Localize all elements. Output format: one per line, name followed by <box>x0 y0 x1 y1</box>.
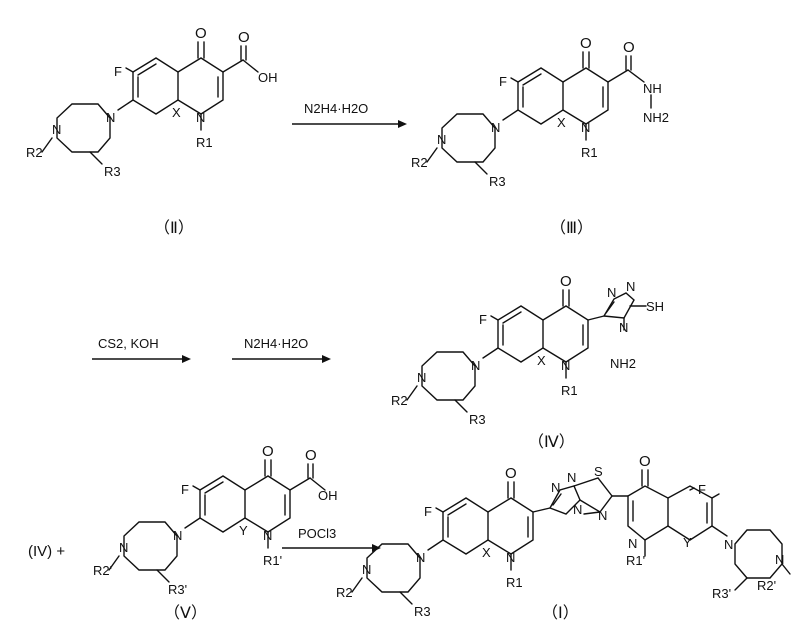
atom-R3: R3 <box>489 174 506 189</box>
atom-O-amide: O <box>623 39 635 56</box>
atom-N-a: N <box>551 480 560 495</box>
atom-Y: Y <box>683 535 692 550</box>
reagent-step3: POCl3 <box>298 526 336 541</box>
atom-R3p: R3' <box>712 586 731 601</box>
atom-R3p: R3' <box>168 582 187 597</box>
atom-N1: N <box>561 358 570 373</box>
atom-R1: R1 <box>561 383 578 398</box>
atom-O: O <box>195 25 207 42</box>
label-IV: （Ⅳ） <box>528 433 575 451</box>
reagent-step1: N2H4·H2O <box>304 101 368 116</box>
label-III: （Ⅲ） <box>550 219 593 237</box>
arrow-step3-head <box>372 544 381 552</box>
compound-III: F O O NH NH2 X N R1 N N R2 R3 <box>411 35 669 189</box>
atom-Y: Y <box>239 523 248 538</box>
arrow-step1-head <box>398 120 407 128</box>
atom-N-pip2: N <box>437 132 446 147</box>
atom-N-pip2: N <box>417 370 426 385</box>
atom-SH: SH <box>646 299 664 314</box>
atom-R1: R1 <box>196 135 213 150</box>
atom-F: F <box>181 482 189 497</box>
atom-O-acid: O <box>238 29 250 46</box>
reagent-step2b: N2H4·H2O <box>244 336 308 351</box>
atom-X: X <box>172 105 181 120</box>
atom-N1: N <box>581 120 590 135</box>
compound-IV: F O N N SH N NH2 X N R1 N N R2 R3 <box>391 273 664 427</box>
atom-F: F <box>499 74 507 89</box>
atom-X: X <box>537 353 546 368</box>
atom-F: F <box>114 64 122 79</box>
arrow-step2a-head <box>182 355 191 363</box>
reactant-prefix: (IV) + <box>28 543 65 560</box>
atom-N-trz2: N <box>626 279 635 294</box>
atom-R2: R2 <box>411 155 428 170</box>
atom-R2p: R2' <box>93 563 112 578</box>
atom-OH: OH <box>258 70 278 85</box>
atom-NH2: NH2 <box>610 356 636 371</box>
atom-N-trz4: N <box>619 320 628 335</box>
atom-R1p: R1' <box>626 553 645 568</box>
label-V: （Ⅴ） <box>164 604 207 622</box>
compound-II: F O O OH X N R1 N N R2 R3 <box>26 25 278 179</box>
compound-V: F O O OH Y N R1' N N R2' R3' <box>93 443 338 597</box>
atom-N-pip2: N <box>52 122 61 137</box>
atom-N-pip2: N <box>119 540 128 555</box>
atom-R3: R3 <box>469 412 486 427</box>
atom-R2: R2 <box>391 393 408 408</box>
label-I: （Ⅰ） <box>542 604 579 622</box>
atom-O: O <box>505 465 517 482</box>
atom-R1: R1 <box>506 575 523 590</box>
atom-N1-right: N <box>628 536 637 551</box>
atom-N1: N <box>263 528 272 543</box>
atom-N-pip: N <box>106 110 115 125</box>
atom-N-b: N <box>567 470 576 485</box>
atom-F-right: F <box>698 482 706 497</box>
atom-N1: N <box>506 550 515 565</box>
atom-X: X <box>557 115 566 130</box>
atom-N1: N <box>196 110 205 125</box>
atom-R2: R2 <box>26 145 43 160</box>
atom-N-d: N <box>598 508 607 523</box>
atom-R3: R3 <box>414 604 431 619</box>
atom-N-pip: N <box>173 528 182 543</box>
atom-OH: OH <box>318 488 338 503</box>
reagent-step2a: CS2, KOH <box>98 336 159 351</box>
atom-N-pip2-right: N <box>775 552 784 567</box>
atom-F: F <box>479 312 487 327</box>
atom-N-trz1: N <box>607 285 616 300</box>
arrow-step2b-head <box>322 355 331 363</box>
label-II: （Ⅱ） <box>154 219 194 237</box>
atom-S: S <box>594 464 603 479</box>
atom-R1p: R1' <box>263 553 282 568</box>
atom-R3: R3 <box>104 164 121 179</box>
atom-R1: R1 <box>581 145 598 160</box>
compound-I: F O X N R1 N N R2 R3 N N S N N O F N R1'… <box>336 453 791 619</box>
atom-N-pip: N <box>491 120 500 135</box>
atom-N-c: N <box>573 502 582 517</box>
atom-X: X <box>482 545 491 560</box>
atom-O: O <box>262 443 274 460</box>
atom-N-pip-right: N <box>724 537 733 552</box>
atom-O-acid: O <box>305 447 317 464</box>
atom-R2: R2 <box>336 585 353 600</box>
atom-NH2: NH2 <box>643 110 669 125</box>
atom-N-pip: N <box>416 550 425 565</box>
atom-N-pip2: N <box>362 562 371 577</box>
atom-F: F <box>424 504 432 519</box>
atom-O: O <box>560 273 572 290</box>
atom-NH: NH <box>643 81 662 96</box>
atom-O: O <box>580 35 592 52</box>
atom-N-pip: N <box>471 358 480 373</box>
atom-O-right: O <box>639 453 651 470</box>
atom-R2p: R2' <box>757 578 776 593</box>
